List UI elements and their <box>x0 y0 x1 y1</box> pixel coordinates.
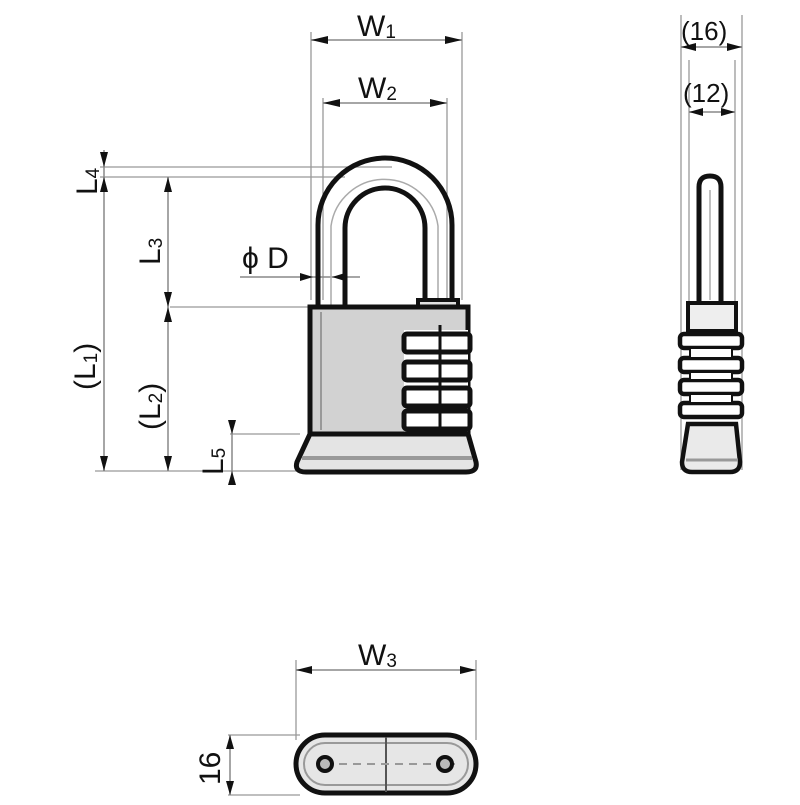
dimension-w3: W3 <box>296 639 476 674</box>
dimension-l4: L4 <box>71 167 104 195</box>
svg-text:L3: L3 <box>134 238 167 265</box>
l4-label: L <box>71 178 104 195</box>
dial-3 <box>401 385 473 409</box>
keyhole-left <box>316 755 334 773</box>
svg-text:W2: W2 <box>358 72 397 105</box>
side-width-inner-label: (12) <box>683 78 729 108</box>
svg-text:L4: L4 <box>71 167 104 195</box>
dimension-depth-16: 16 <box>194 735 234 795</box>
w1-label: W <box>357 10 386 43</box>
svg-text:(L2): (L2) <box>134 383 167 430</box>
depth-label: 16 <box>194 752 227 785</box>
dimension-side-12: (12) <box>683 78 735 116</box>
lock-body <box>293 298 479 475</box>
keyhole-right <box>436 755 454 773</box>
dial-1 <box>401 331 473 355</box>
l5-label: L <box>197 458 230 475</box>
dimension-phi-d: ϕ D <box>240 242 360 281</box>
combination-dials <box>401 325 473 434</box>
lock-base <box>293 431 479 475</box>
dimension-l1: (L1) <box>69 150 108 471</box>
front-view: W1 W2 (L1) L4 <box>69 10 479 485</box>
svg-text:(L1): (L1) <box>69 343 102 390</box>
svg-text:W3: W3 <box>358 639 397 672</box>
svg-text:L5: L5 <box>197 448 230 475</box>
w2-label: W <box>358 72 387 105</box>
dimension-l5: L5 <box>197 420 236 485</box>
dial-4 <box>401 408 473 432</box>
l2-label: L <box>134 403 167 420</box>
side-width-outer-label: (16) <box>681 16 727 46</box>
phi-d-label: ϕ D <box>242 242 289 275</box>
bottom-view: W3 16 <box>194 639 479 796</box>
dimension-side-16: (16) <box>681 16 742 51</box>
shackle <box>315 155 455 307</box>
dial-2 <box>401 359 473 383</box>
l1-label: L <box>69 363 102 380</box>
dimension-l2: (L2) <box>134 383 167 430</box>
side-view: (16) (12) <box>677 15 745 475</box>
dimension-w1: W1 <box>310 10 463 300</box>
dimension-l3: L3 <box>134 177 172 471</box>
w3-label: W <box>358 639 387 672</box>
svg-text:W1: W1 <box>357 10 396 43</box>
l3-label: L <box>134 248 167 265</box>
